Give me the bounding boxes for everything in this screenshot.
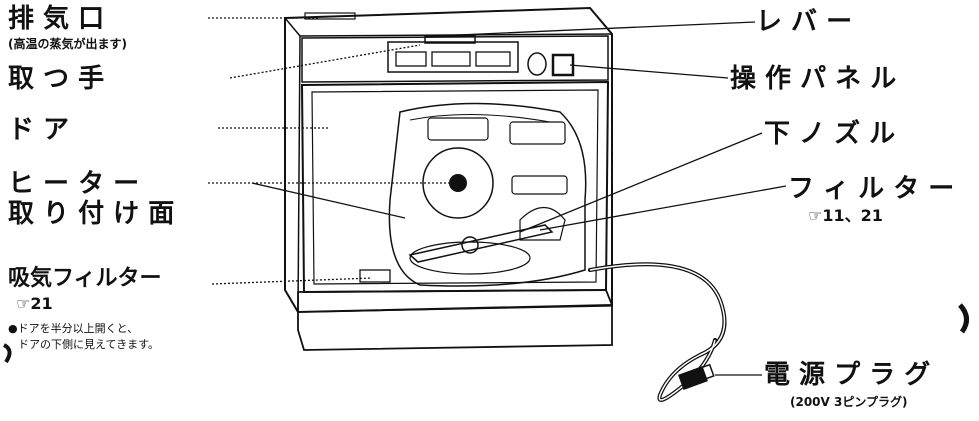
label-door: ド ア xyxy=(8,115,70,145)
base-line xyxy=(303,305,613,313)
exhaust-vent xyxy=(304,12,356,20)
cabinet-outline xyxy=(284,6,613,314)
label-intake-filter: 吸気フィルター xyxy=(8,266,162,291)
leader-lever xyxy=(434,21,756,37)
leader-lower-nozzle xyxy=(519,132,763,233)
pointing-hand-icon: ☞ xyxy=(808,206,823,225)
cabinet-side-edge xyxy=(297,35,301,313)
label-filter: フ ィ ル タ ー xyxy=(788,174,955,204)
panel-window xyxy=(387,41,519,73)
control-panel-strip xyxy=(301,35,609,83)
label-intake-note-1: ●ドアを半分以上開くと、 xyxy=(8,322,139,335)
label-control-panel: 操 作 パ ネ ル xyxy=(730,64,897,94)
nozzle-hub xyxy=(461,236,479,254)
leader-heater-b xyxy=(251,182,406,219)
rack-slot-2 xyxy=(509,121,566,145)
door-inner-frame xyxy=(311,89,599,285)
leader-handle xyxy=(229,44,421,79)
heater-plate xyxy=(422,147,494,219)
panel-button-3 xyxy=(475,51,511,67)
cabinet-base xyxy=(297,289,613,351)
label-filter-ref-number: 11、21 xyxy=(822,206,883,225)
label-exhaust-note: (高温の蒸気が出ます) xyxy=(8,37,127,51)
plug-body xyxy=(678,366,708,390)
inner-tub xyxy=(388,102,587,287)
label-intake-ref-number: 21 xyxy=(30,294,53,313)
panel-button-2 xyxy=(431,51,471,67)
lower-nozzle-arm xyxy=(408,224,554,263)
lever xyxy=(424,35,476,44)
label-handle: 取 つ 手 xyxy=(8,64,105,94)
right-edge-mark xyxy=(958,303,969,334)
rack-slot-1 xyxy=(427,117,489,141)
plug-cap xyxy=(699,363,715,381)
label-power-plug-note: (200V 3ピンプラグ) xyxy=(790,395,908,409)
label-power-plug: 電 源 プ ラ グ xyxy=(764,360,931,390)
page-curl-mark xyxy=(2,343,12,364)
label-exhaust-text: 排 気 口 xyxy=(8,4,105,34)
label-filter-ref: ☞11、21 xyxy=(808,208,883,224)
panel-button-1 xyxy=(395,51,427,67)
label-lower-nozzle: 下 ノ ズ ル xyxy=(764,119,896,149)
leader-filter xyxy=(539,185,787,231)
pointing-hand-icon: ☞ xyxy=(16,294,31,313)
rack-slot-3 xyxy=(511,175,568,195)
label-intake-ref: ☞21 xyxy=(16,296,53,312)
intake-slot xyxy=(359,269,391,283)
heater-core xyxy=(449,174,467,192)
tub-inner-line xyxy=(409,114,551,123)
leader-control-panel xyxy=(569,64,729,79)
label-heater-line2: 取 り 付 け 面 xyxy=(8,199,175,229)
filter-basket xyxy=(519,206,566,241)
label-exhaust: 排 気 口 xyxy=(8,6,208,32)
label-lever: レ バ ー xyxy=(756,7,853,37)
leader-intake xyxy=(211,277,373,285)
tub-floor xyxy=(409,241,531,275)
panel-dial xyxy=(527,52,547,76)
label-intake-note-2: ドアの下側に見えてきます。 xyxy=(18,338,160,351)
label-heater-line1: ヒ ー タ ー xyxy=(8,169,140,199)
cabinet-top-edge xyxy=(284,17,613,37)
